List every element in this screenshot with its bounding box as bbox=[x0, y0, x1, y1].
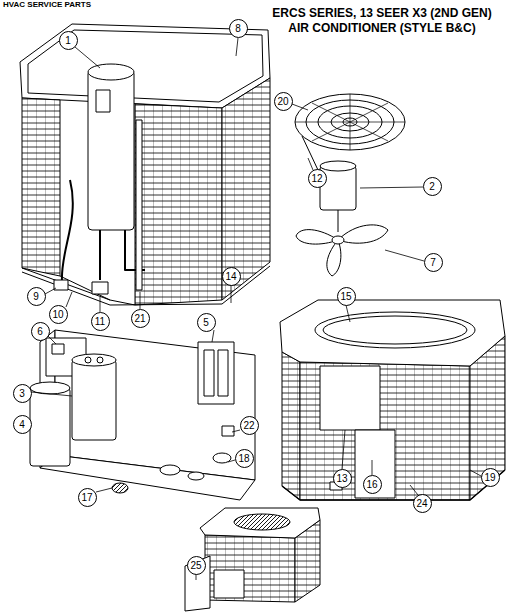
callout-number: 20 bbox=[274, 92, 293, 111]
fan-guard bbox=[295, 94, 405, 170]
callout-number: 17 bbox=[78, 488, 97, 507]
callout-number: 6 bbox=[31, 322, 50, 341]
callout-number: 24 bbox=[413, 494, 432, 513]
callout-number: 3 bbox=[13, 384, 32, 403]
callout-number: 8 bbox=[229, 19, 248, 38]
open-cabinet bbox=[20, 24, 270, 305]
small-unit bbox=[185, 508, 320, 611]
callout-number: 7 bbox=[424, 253, 443, 272]
callout-number: 25 bbox=[187, 556, 206, 575]
callout-number: 15 bbox=[337, 287, 356, 306]
callout-number: 10 bbox=[49, 305, 68, 324]
page-title: ERCS SERIES, 13 SEER X3 (2ND GEN) AIR CO… bbox=[262, 6, 502, 36]
callout-number: 2 bbox=[423, 177, 442, 196]
callout-number: 12 bbox=[308, 169, 327, 188]
callout-number: 19 bbox=[481, 468, 500, 487]
control-box bbox=[30, 330, 255, 500]
fan-motor bbox=[320, 161, 356, 232]
callout-number: 11 bbox=[91, 312, 110, 331]
assembled-unit bbox=[280, 300, 505, 500]
callout-number: 1 bbox=[59, 31, 78, 50]
callout-number: 13 bbox=[333, 469, 352, 488]
callout-number: 5 bbox=[197, 313, 216, 332]
callout-number: 21 bbox=[131, 309, 150, 328]
callout-number: 14 bbox=[222, 267, 241, 286]
callout-number: 22 bbox=[240, 416, 259, 435]
callout-number: 9 bbox=[27, 287, 46, 306]
callout-number: 16 bbox=[363, 475, 382, 494]
fan-blade bbox=[296, 225, 388, 276]
callout-number: 18 bbox=[235, 449, 254, 468]
callout-number: 4 bbox=[13, 415, 32, 434]
leader-lines bbox=[30, 38, 481, 580]
header-text: HVAC SERVICE PARTS bbox=[3, 0, 91, 9]
